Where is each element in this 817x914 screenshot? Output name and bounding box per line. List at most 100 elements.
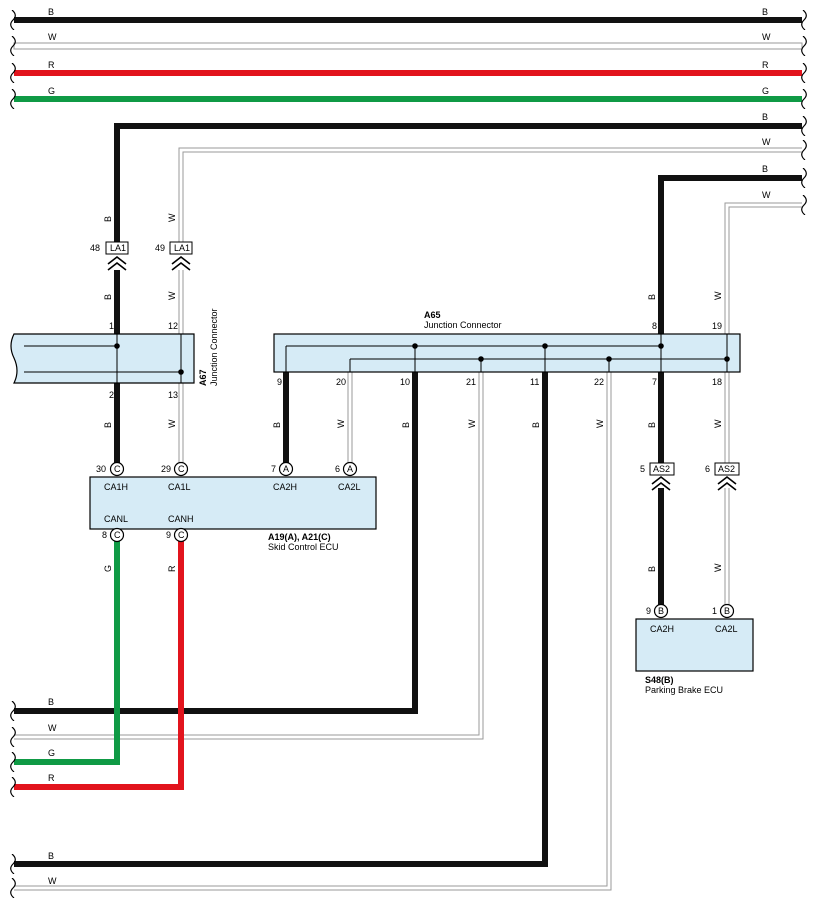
wire-b-la1-48	[114, 123, 802, 246]
a67-box	[10, 333, 195, 384]
pin-number: 13	[168, 390, 178, 400]
pin-conn-letter: A	[347, 464, 353, 474]
connector-arrow-icon	[717, 475, 737, 491]
connector-pin-icon	[278, 461, 294, 477]
pin-number: 7	[271, 464, 276, 474]
pin-signal-label: CA1L	[168, 482, 191, 492]
as2-label: AS2	[718, 464, 735, 474]
pin-conn-letter: B	[658, 606, 664, 616]
pin-number: 1	[109, 321, 114, 331]
bus-label-left: G	[48, 86, 55, 96]
as2-connector: AS2 5 AS2 6	[640, 462, 740, 491]
wire-label: B	[272, 422, 282, 428]
pin-number: 30	[96, 464, 106, 474]
break-mark-icon	[801, 168, 807, 188]
pin-signal-label: CANH	[168, 514, 194, 524]
connector-arrow-icon	[651, 475, 671, 491]
wire-label: B	[647, 294, 657, 300]
skid-ecu-code: A19(A), A21(C)	[268, 532, 331, 542]
wire-label: B	[48, 697, 54, 707]
pin-conn-letter: C	[178, 530, 185, 540]
pin-conn-letter: C	[178, 464, 185, 474]
wire-r-canh	[14, 540, 184, 790]
junction-dot	[606, 356, 612, 362]
a67-name: Junction Connector	[209, 308, 219, 386]
wire-label: R	[48, 773, 55, 783]
wire-label: W	[167, 291, 177, 300]
wire-b-a65-10	[14, 372, 418, 714]
connector-pin-icon	[719, 603, 735, 619]
pin-number: 6	[705, 464, 710, 474]
parking-ecu-box	[635, 618, 754, 672]
pin-number: 12	[168, 321, 178, 331]
pin-number: 29	[161, 464, 171, 474]
wire-label: B	[103, 294, 113, 300]
wire-label: W	[595, 419, 605, 428]
pin-number: 48	[90, 243, 100, 253]
pin-signal-label: CANL	[104, 514, 128, 524]
pin-number: 5	[640, 464, 645, 474]
a65-code: A65	[424, 310, 441, 320]
skid-ecu-name: Skid Control ECU	[268, 542, 339, 552]
pin-number: 7	[652, 377, 657, 387]
top-bus: B W R G B W R G	[10, 7, 807, 109]
wire-label: W	[762, 190, 771, 200]
wire-label: W	[48, 876, 57, 886]
connector-pin-icon	[653, 603, 669, 619]
skid-ecu-box	[89, 476, 377, 530]
pin-number: 6	[335, 464, 340, 474]
pin-conn-letter: C	[114, 530, 121, 540]
wire-label: W	[336, 419, 346, 428]
wire-label: W	[467, 419, 477, 428]
wire-label: B	[401, 422, 411, 428]
pin-signal-label: CA2L	[715, 624, 738, 634]
bus-label-left: W	[48, 32, 57, 42]
wire-label: G	[103, 565, 113, 572]
wire-label: W	[48, 723, 57, 733]
pin-signal-label: CA1H	[104, 482, 128, 492]
pin-number: 10	[400, 377, 410, 387]
pin-number: 19	[712, 321, 722, 331]
pin-number: 9	[166, 530, 171, 540]
a67-code: A67	[198, 369, 208, 386]
pin-signal-label: CA2H	[650, 624, 674, 634]
wire-label: W	[762, 137, 771, 147]
as2-box	[714, 462, 740, 476]
wire-w-la1-49	[178, 147, 802, 246]
a65-name: Junction Connector	[424, 320, 502, 330]
break-mark-icon	[801, 116, 807, 136]
pin-number: 22	[594, 377, 604, 387]
wire-b-a65-8	[658, 175, 802, 334]
wire-label: B	[762, 112, 768, 122]
wire-label: B	[647, 422, 657, 428]
wire-label: W	[167, 419, 177, 428]
wire-label: B	[531, 422, 541, 428]
wire-g-canl	[14, 540, 120, 765]
bus-wire-w	[13, 42, 803, 50]
as2-box	[649, 462, 675, 476]
junction-dot	[542, 343, 548, 349]
break-mark-icon	[801, 63, 807, 83]
bus-label-right: G	[762, 86, 769, 96]
break-mark-icon	[801, 89, 807, 109]
connector-arrow-icon	[171, 255, 191, 271]
bus-label-left: R	[48, 60, 55, 70]
pin-number: 11	[530, 377, 539, 387]
wire-label: B	[647, 566, 657, 572]
la1-box	[105, 241, 129, 255]
a65-junction-connector: A65 Junction Connector 8 19 9 20 10 21 1…	[273, 310, 741, 387]
parking-brake-ecu: B 9 CA2H B 1 CA2L S48(B) Parking Brake E…	[635, 603, 754, 695]
break-mark-icon	[801, 140, 807, 160]
pin-number: 9	[277, 377, 282, 387]
wire-label: W	[713, 291, 723, 300]
wire-label: B	[103, 216, 113, 222]
junction-dot	[658, 343, 664, 349]
connector-pin-icon	[173, 461, 189, 477]
connector-arrow-icon	[107, 255, 127, 271]
la1-label: LA1	[174, 243, 190, 253]
parking-ecu-code: S48(B)	[645, 675, 674, 685]
bus-label-left: B	[48, 7, 54, 17]
la1-label: LA1	[110, 243, 126, 253]
bus-label-right: W	[762, 32, 771, 42]
